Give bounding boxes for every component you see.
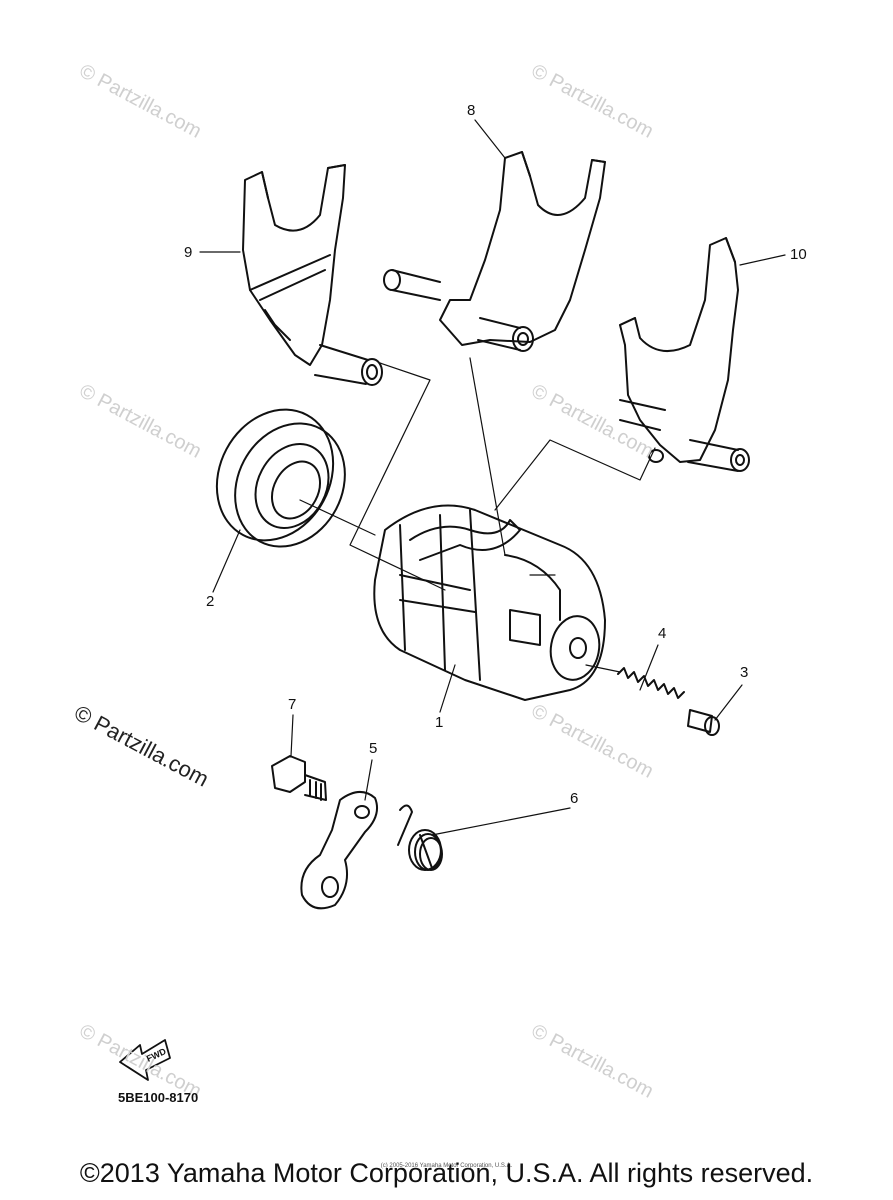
shift-drum-1 — [373, 504, 606, 701]
bolt-7 — [271, 755, 327, 801]
shift-fork-8 — [383, 151, 606, 352]
copyright-notice: ©2013 Yamaha Motor Corporation, U.S.A. A… — [79, 1158, 814, 1188]
shift-fork-10 — [619, 237, 750, 472]
callout-9: 9 — [184, 244, 193, 261]
callout-7: 7 — [288, 696, 297, 713]
callout-1: 1 — [435, 714, 444, 731]
lever-5 — [300, 791, 378, 910]
bearing-2 — [215, 408, 346, 548]
pin-3 — [687, 709, 720, 736]
shift-fork-9 — [242, 164, 383, 386]
callout-8: 8 — [467, 102, 476, 119]
callout-5: 5 — [369, 740, 378, 757]
leader-lines — [199, 119, 786, 836]
callout-4: 4 — [658, 625, 667, 642]
callout-3: 3 — [740, 664, 749, 681]
diagram-code: 5BE100-8170 — [118, 1090, 199, 1105]
fwd-arrow-icon — [119, 1039, 171, 1081]
callout-10: 10 — [790, 246, 807, 263]
torsion-spring-6 — [397, 804, 443, 871]
spring-4 — [617, 667, 685, 699]
callout-2: 2 — [206, 593, 215, 610]
copyright-small: (c) 2005-2016 Yamaha Motor Corporation, … — [380, 1163, 513, 1169]
callout-6: 6 — [570, 790, 579, 807]
